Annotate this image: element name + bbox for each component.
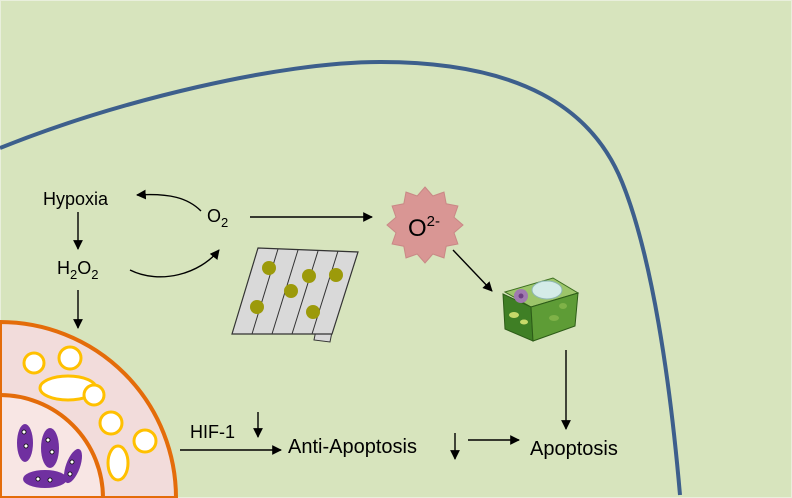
superoxide-base: O <box>408 215 427 242</box>
superoxide-superscript: 2- <box>427 213 440 230</box>
peroxide-o: O <box>77 258 91 278</box>
oxygen-label: O2 <box>207 206 228 230</box>
plant-cell-icon <box>502 277 580 342</box>
nucleus-dots <box>21 429 75 483</box>
peroxide-subscript-2: 2 <box>91 267 98 282</box>
peroxide-h: H <box>57 258 70 278</box>
nuclei <box>17 424 83 488</box>
superoxide-burst-icon <box>386 186 464 264</box>
arrow-superoxide-to-cell <box>452 249 493 292</box>
oxygen-subscript: 2 <box>221 215 228 230</box>
hif1-label: HIF-1 <box>190 422 235 442</box>
anti-apoptosis-label: Anti-Apoptosis <box>288 436 417 458</box>
peroxide-subscript-1: 2 <box>70 267 77 282</box>
peroxide-label: H2O2 <box>57 258 98 282</box>
mitochondrion-icon <box>231 247 359 343</box>
vesicles <box>22 345 158 482</box>
oxygen-base: O <box>207 206 221 226</box>
superoxide-label: O2- <box>408 213 440 242</box>
hypoxia-label: Hypoxia <box>43 189 109 209</box>
arrow-oxygen-to-hypoxia <box>136 189 202 212</box>
tissue-quarter-section-icon <box>0 319 179 498</box>
membrane-curve <box>0 59 682 496</box>
apoptosis-label: Apoptosis <box>530 438 618 460</box>
arrow-peroxide-to-oxygen <box>129 249 220 278</box>
